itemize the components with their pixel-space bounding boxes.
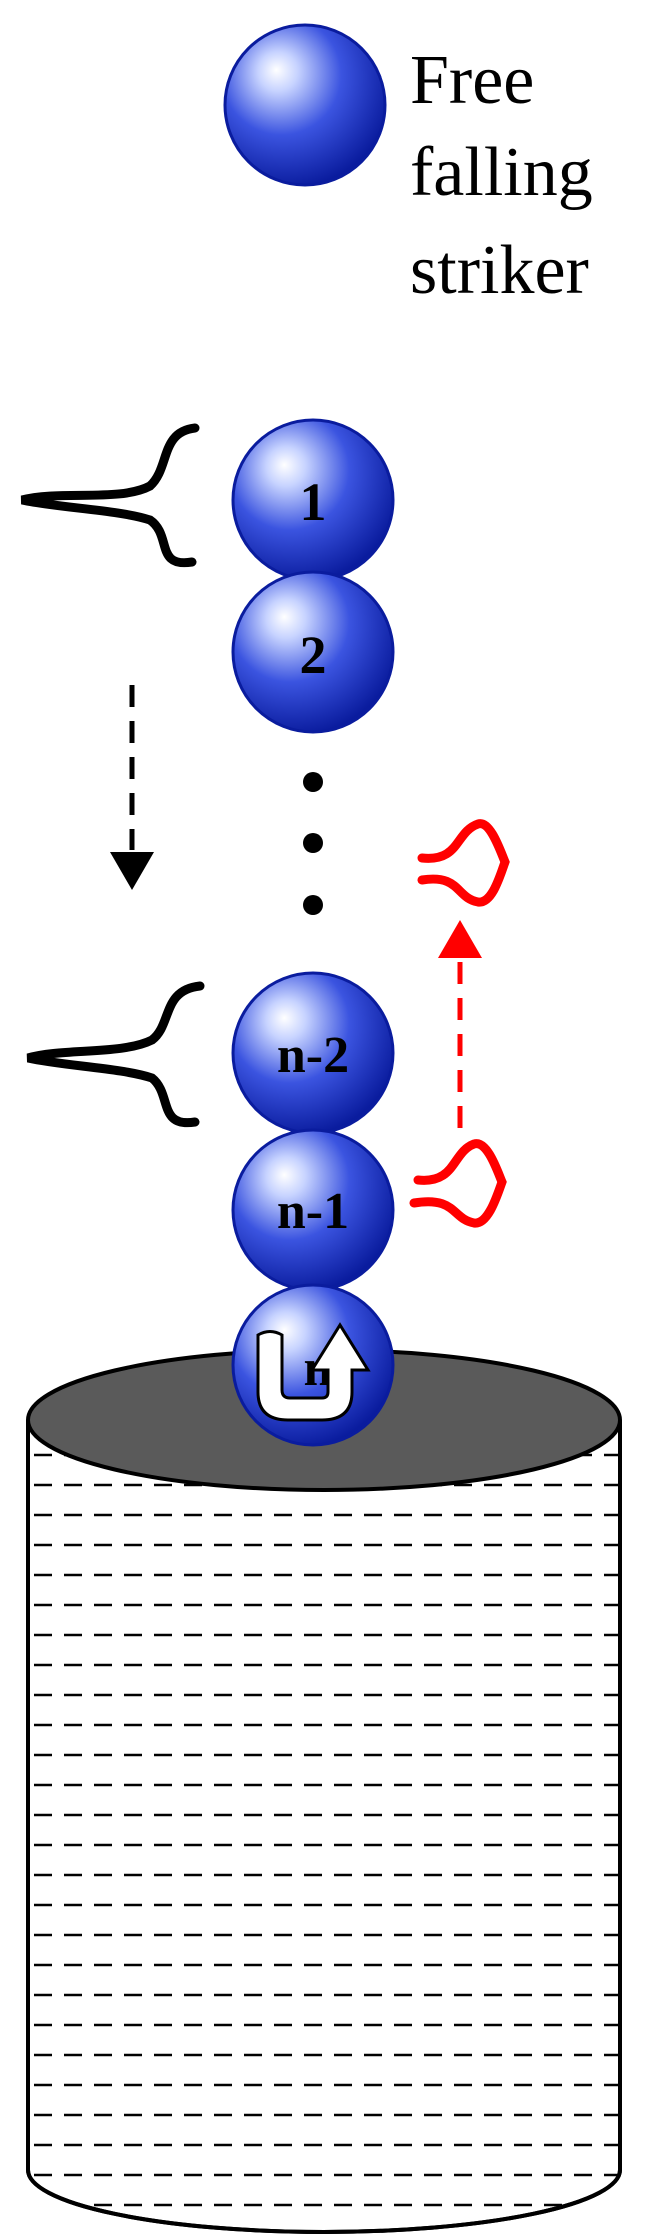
legend-ball-icon xyxy=(223,23,387,187)
incident-wave-lower xyxy=(26,981,205,1128)
ball-chain: 1 2 n-2 n-1 n xyxy=(231,418,395,1447)
ball-n-2-label: n-2 xyxy=(277,1027,349,1084)
ball-n-1-label: n-1 xyxy=(277,1183,349,1240)
dashed-arrow-up-icon xyxy=(438,920,482,1128)
cylinder-bottom-rim xyxy=(26,2169,622,2234)
cylinder-container xyxy=(26,1348,622,2234)
ellipsis-dots-icon xyxy=(303,772,323,915)
incident-wave-upper xyxy=(20,423,200,568)
legend-label-line-1: Free xyxy=(410,42,534,119)
ball-2 xyxy=(231,570,395,734)
cylinder-body xyxy=(26,1420,622,2234)
dashed-arrow-down-icon xyxy=(110,685,154,890)
ball-1-label: 1 xyxy=(300,472,327,532)
curved-u-turn-arrow-icon xyxy=(256,1322,371,1422)
legend-striker: Free falling striker xyxy=(223,23,593,309)
legend-label-line-2: falling xyxy=(410,134,593,211)
reflected-wave-lower xyxy=(409,1139,507,1228)
reflected-wave-upper xyxy=(417,819,510,907)
ball-2-label: 2 xyxy=(300,625,327,685)
legend-label-line-3: striker xyxy=(410,232,589,309)
